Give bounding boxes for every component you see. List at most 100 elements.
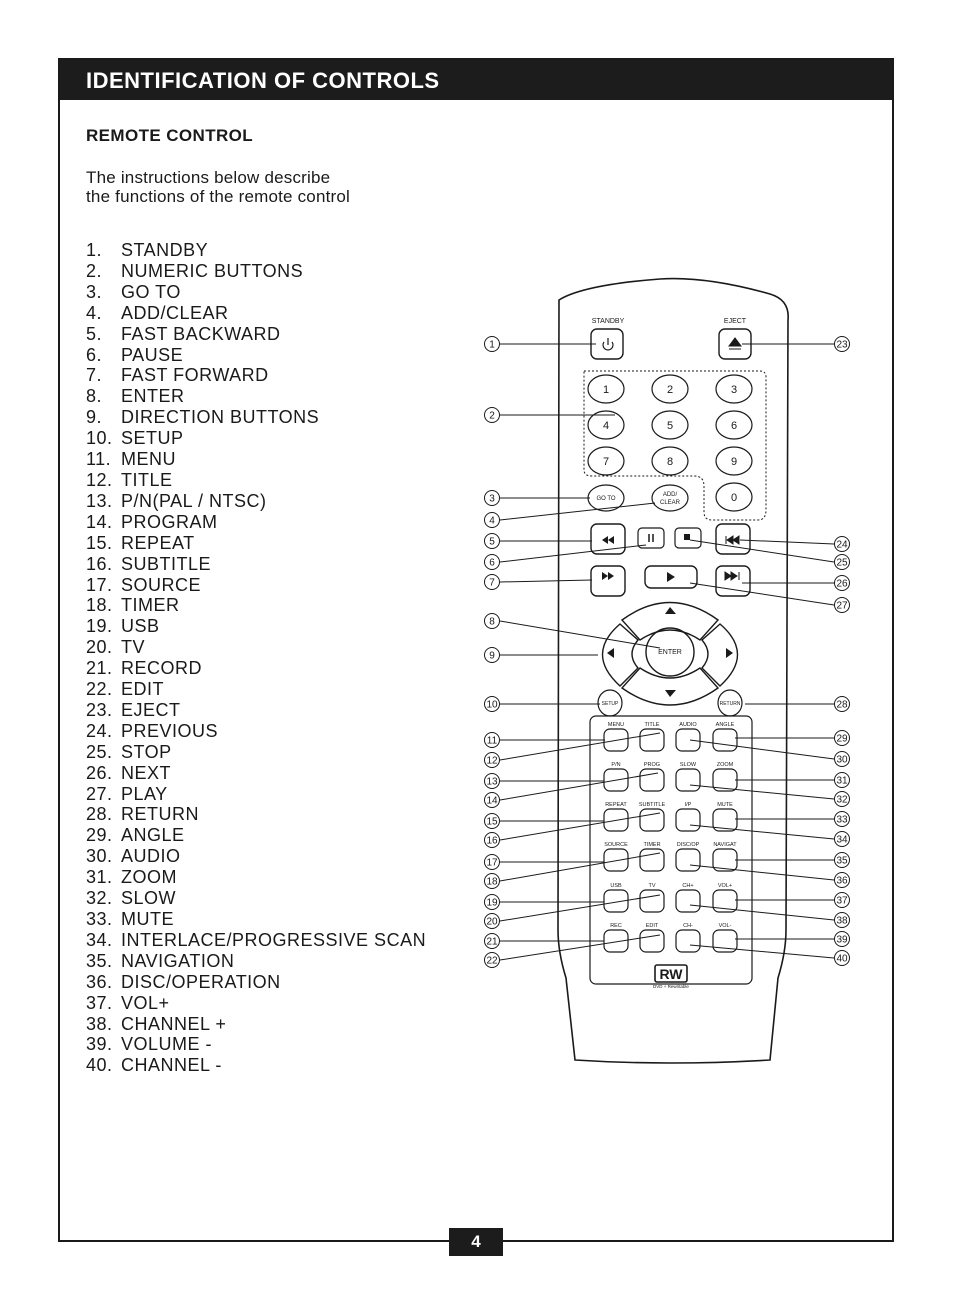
callout-number: 13	[486, 777, 498, 788]
control-label: AUDIO	[121, 846, 181, 867]
callout-number: 14	[486, 796, 498, 807]
intro-text: The instructions below describe the func…	[86, 168, 350, 206]
function-key	[639, 929, 665, 953]
callout-number: 40	[836, 954, 848, 965]
callout-number: 2	[489, 411, 495, 422]
control-list-item: 21.RECORD	[86, 658, 426, 679]
control-label: NUMERIC BUTTONS	[121, 260, 304, 281]
function-key-label: SUBTITLE	[639, 802, 666, 808]
intro-line-1: The instructions below describe	[86, 168, 331, 187]
control-list-item: 1.STANDBY	[86, 240, 426, 261]
callout-number: 8	[489, 617, 495, 628]
digit-button	[587, 446, 625, 476]
page-number: 4	[449, 1228, 503, 1256]
function-key-label: P/N	[611, 762, 620, 768]
callout-number: 36	[836, 876, 848, 887]
callout-number: 32	[836, 795, 848, 806]
control-label: INTERLACE/PROGRESSIVE SCAN	[121, 929, 427, 950]
control-number: 5.	[86, 323, 103, 344]
callout-number: 1	[489, 340, 495, 351]
control-label: FAST BACKWARD	[121, 323, 281, 344]
function-key-label: I/P	[685, 802, 692, 808]
control-list-item: 15.REPEAT	[86, 533, 426, 554]
function-key-label: AUDIO	[679, 722, 697, 728]
function-key-label: PROG	[644, 762, 660, 768]
control-list-item: 33.MUTE	[86, 909, 426, 930]
setup-label: SETUP	[602, 701, 619, 707]
digit-label: 2	[667, 384, 673, 396]
callout-circle	[484, 732, 500, 748]
function-key	[675, 728, 701, 752]
control-label: FAST FORWARD	[121, 365, 269, 386]
callout-circle	[834, 536, 850, 552]
control-list-item: 14.PROGRAM	[86, 512, 426, 533]
control-list-item: 29.ANGLE	[86, 825, 426, 846]
return-button	[717, 689, 743, 717]
control-list-item: 28.RETURN	[86, 804, 426, 825]
control-list-item: 31.ZOOM	[86, 867, 426, 888]
callout-circle	[484, 952, 500, 968]
control-number: 27.	[86, 783, 113, 804]
control-list-item: 23. EJECT	[86, 700, 426, 721]
callout-line	[499, 620, 661, 649]
function-key-label: REC	[610, 923, 622, 929]
left-button	[601, 623, 639, 687]
function-key	[675, 848, 701, 872]
callout-circle	[834, 751, 850, 767]
callout-number: 31	[836, 776, 848, 787]
callout-circle	[834, 950, 850, 966]
function-key-label: MUTE	[717, 802, 733, 808]
callout-line	[689, 904, 835, 921]
callout-number: 11	[487, 736, 498, 747]
eject-icon	[728, 337, 742, 350]
control-label: PREVIOUS	[121, 720, 219, 741]
eject-label: EJECT	[724, 318, 747, 325]
control-number: 8.	[86, 386, 103, 407]
control-number: 7.	[86, 365, 103, 386]
next-icon	[724, 571, 740, 581]
control-label: DISC/OPERATION	[121, 971, 281, 992]
control-label: REPEAT	[121, 532, 195, 553]
function-key-label: VOL-	[719, 923, 732, 929]
function-key-label: DISC/OP	[677, 842, 700, 848]
function-key	[639, 848, 665, 872]
right-button	[701, 623, 739, 687]
control-label: P/N(PAL / NTSC)	[121, 490, 267, 511]
control-label: TITLE	[121, 469, 173, 490]
callout-number: 12	[486, 756, 498, 767]
control-number: 1.	[86, 240, 103, 260]
callout-line	[499, 544, 647, 563]
rw-logo-subtitle: DVD + Rewritable	[653, 984, 689, 989]
control-number: 28.	[86, 804, 113, 825]
control-list-item: 20.TV	[86, 637, 426, 658]
control-number: 40.	[86, 1055, 113, 1076]
control-label: ANGLE	[121, 825, 185, 846]
function-key	[639, 808, 665, 832]
callout-number: 28	[836, 700, 848, 711]
function-key-label: VOL+	[718, 883, 732, 889]
function-key-label: ZOOM	[717, 762, 734, 768]
callout-number: 24	[836, 540, 848, 551]
control-number: 25.	[86, 741, 113, 762]
next-button	[715, 565, 751, 597]
function-key	[712, 929, 738, 953]
control-number: 16.	[86, 553, 113, 574]
function-key-label: SLOW	[680, 762, 697, 768]
control-list-item: 7. FAST FORWARD	[86, 365, 426, 386]
callout-circle	[484, 773, 500, 789]
callout-number: 4	[489, 516, 495, 527]
control-label: STOP	[121, 741, 172, 762]
keypad-outline	[583, 370, 767, 521]
function-key	[675, 808, 701, 832]
callout-line	[499, 852, 661, 882]
control-label: MUTE	[121, 909, 174, 929]
control-label: EJECT	[121, 699, 181, 720]
arrow-down-icon	[665, 690, 676, 697]
callout-number: 20	[486, 917, 498, 928]
setup-button	[597, 689, 623, 717]
control-number: 23.	[86, 699, 113, 720]
control-label: PROGRAM	[121, 511, 218, 532]
control-label: RECORD	[121, 658, 203, 679]
callout-number: 18	[486, 877, 498, 888]
callout-number: 23	[836, 340, 848, 351]
